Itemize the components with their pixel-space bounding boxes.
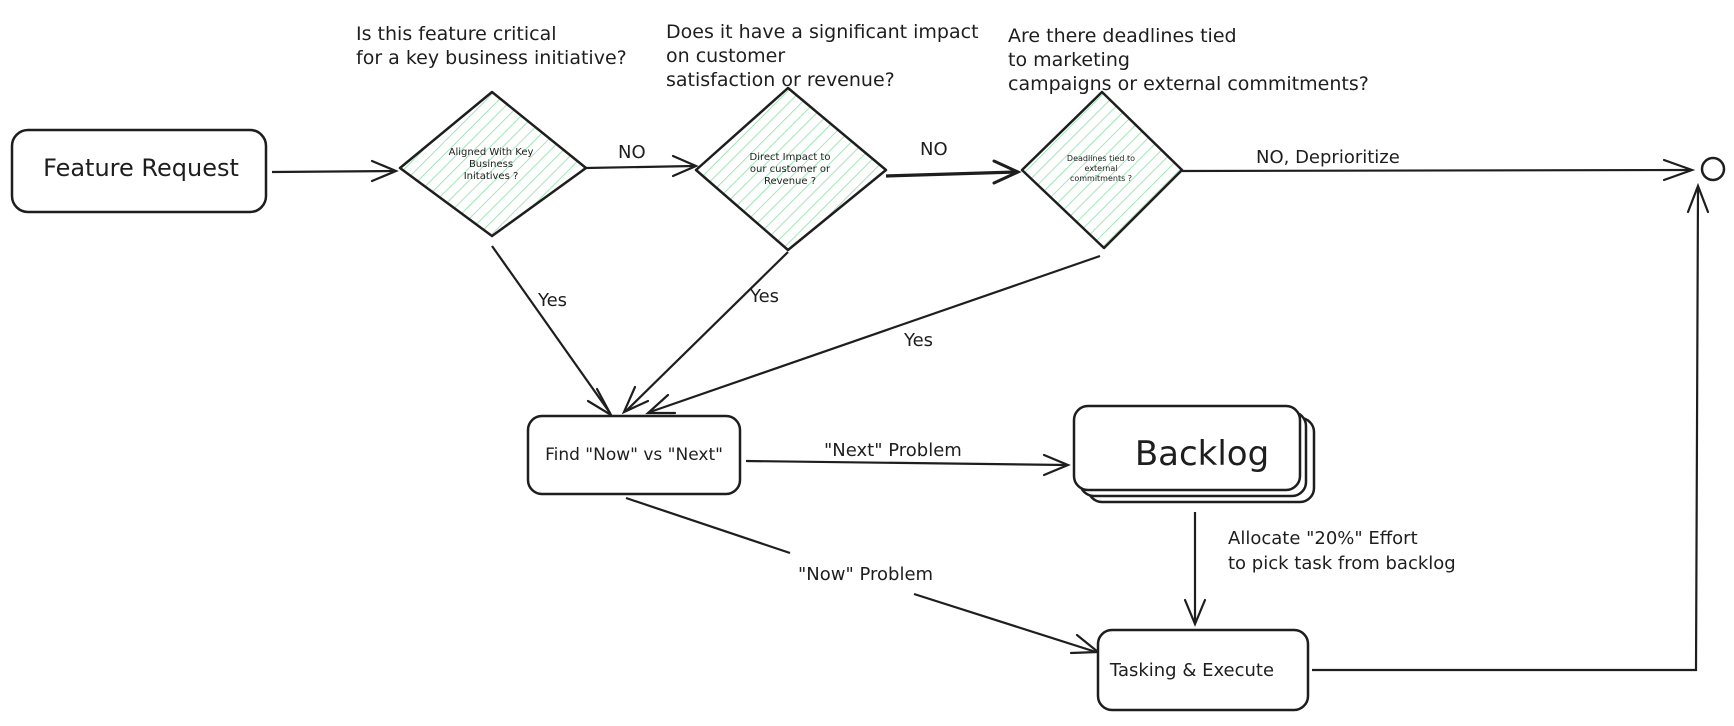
decision1-line1: Aligned With Key: [449, 147, 534, 158]
decision2-line3: Revenue ?: [764, 176, 816, 187]
question3-line3: campaigns or external commitments?: [1008, 73, 1369, 95]
node-feature-request[interactable]: Feature Request: [10, 128, 268, 214]
find-now-next-label: Find "Now" vs "Next": [545, 445, 723, 465]
question1-line2: for a key business initiative?: [356, 47, 627, 69]
question-2: Does it have a significant impact on cus…: [666, 21, 979, 91]
arrowhead: [370, 159, 399, 183]
node-tasking-execute[interactable]: Tasking & Execute: [1096, 628, 1310, 712]
arrowhead: [671, 154, 699, 178]
edge-tasking-to-end: [1312, 187, 1700, 672]
question2-line1: Does it have a significant impact: [666, 21, 979, 43]
backlog-label: Backlog: [1135, 434, 1269, 474]
tasking-execute-label: Tasking & Execute: [1109, 660, 1274, 681]
arrowhead: [1686, 182, 1710, 214]
decision3-line2: external: [1085, 164, 1118, 173]
decision3-line3: commitments ?: [1070, 174, 1132, 183]
edge-d3-to-end: [1181, 168, 1691, 173]
edge-find-to-tasking: [625, 496, 1097, 654]
arrowhead: [645, 393, 677, 415]
question2-line3: satisfaction or revenue?: [666, 69, 895, 91]
decision2-line1: Direct Impact to: [750, 152, 831, 163]
question-3: Are there deadlines tied to marketing ca…: [1008, 25, 1369, 95]
decision3-line1: Deadlines tied to: [1067, 154, 1135, 163]
edge-label-allocate-line1: Allocate "20%" Effort: [1228, 528, 1418, 549]
edge-label-no-1: NO: [618, 142, 646, 163]
edge-label-yes-2: Yes: [749, 286, 779, 307]
arrowhead: [992, 159, 1022, 185]
arrowhead: [1183, 598, 1207, 627]
arrowhead: [1042, 453, 1071, 477]
feature-request-label: Feature Request: [43, 154, 239, 182]
arrowhead: [621, 385, 650, 415]
question-1: Is this feature critical for a key busin…: [356, 23, 627, 69]
edge-label-next-problem: "Next" Problem: [824, 440, 962, 461]
edge-d1-yes-to-find: [491, 245, 611, 414]
decision-aligned-initiatives[interactable]: Aligned With Key Business Initatives ?: [398, 90, 588, 238]
decision-direct-impact[interactable]: Direct Impact to our customer or Revenue…: [694, 86, 888, 252]
edges: [271, 154, 1710, 672]
arrowhead: [1662, 158, 1696, 182]
question2-line2: on customer: [666, 45, 785, 67]
question3-line2: to marketing: [1008, 49, 1130, 71]
edge-label-yes-3: Yes: [903, 330, 933, 351]
edge-d2-yes-to-find: [625, 251, 789, 412]
edge-label-no-deprioritize: NO, Deprioritize: [1256, 147, 1400, 168]
edge-d1-to-d2: [585, 164, 695, 170]
node-backlog[interactable]: Backlog: [1072, 404, 1316, 504]
edge-d2-to-d3: [885, 170, 1017, 178]
edge-label-no-2: NO: [920, 139, 948, 160]
edge-d3-yes-to-find: [649, 254, 1101, 414]
edge-feature-to-d1: [271, 169, 395, 174]
end-node-circle[interactable]: [1700, 156, 1726, 182]
decision1-line2: Business: [469, 159, 513, 170]
edge-label-yes-1: Yes: [537, 290, 567, 311]
question3-line1: Are there deadlines tied: [1008, 25, 1237, 47]
edge-find-to-backlog: [745, 459, 1067, 467]
decision1-line3: Initatives ?: [464, 171, 519, 182]
decision2-line2: our customer or: [750, 164, 831, 175]
node-find-now-vs-next[interactable]: Find "Now" vs "Next": [526, 414, 742, 496]
decision-deadlines[interactable]: Deadlines tied to external commitments ?: [1020, 90, 1184, 250]
edge-label-now-problem: "Now" Problem: [798, 564, 933, 585]
question1-line1: Is this feature critical: [356, 23, 557, 45]
edge-label-allocate-line2: to pick task from backlog: [1228, 553, 1456, 574]
